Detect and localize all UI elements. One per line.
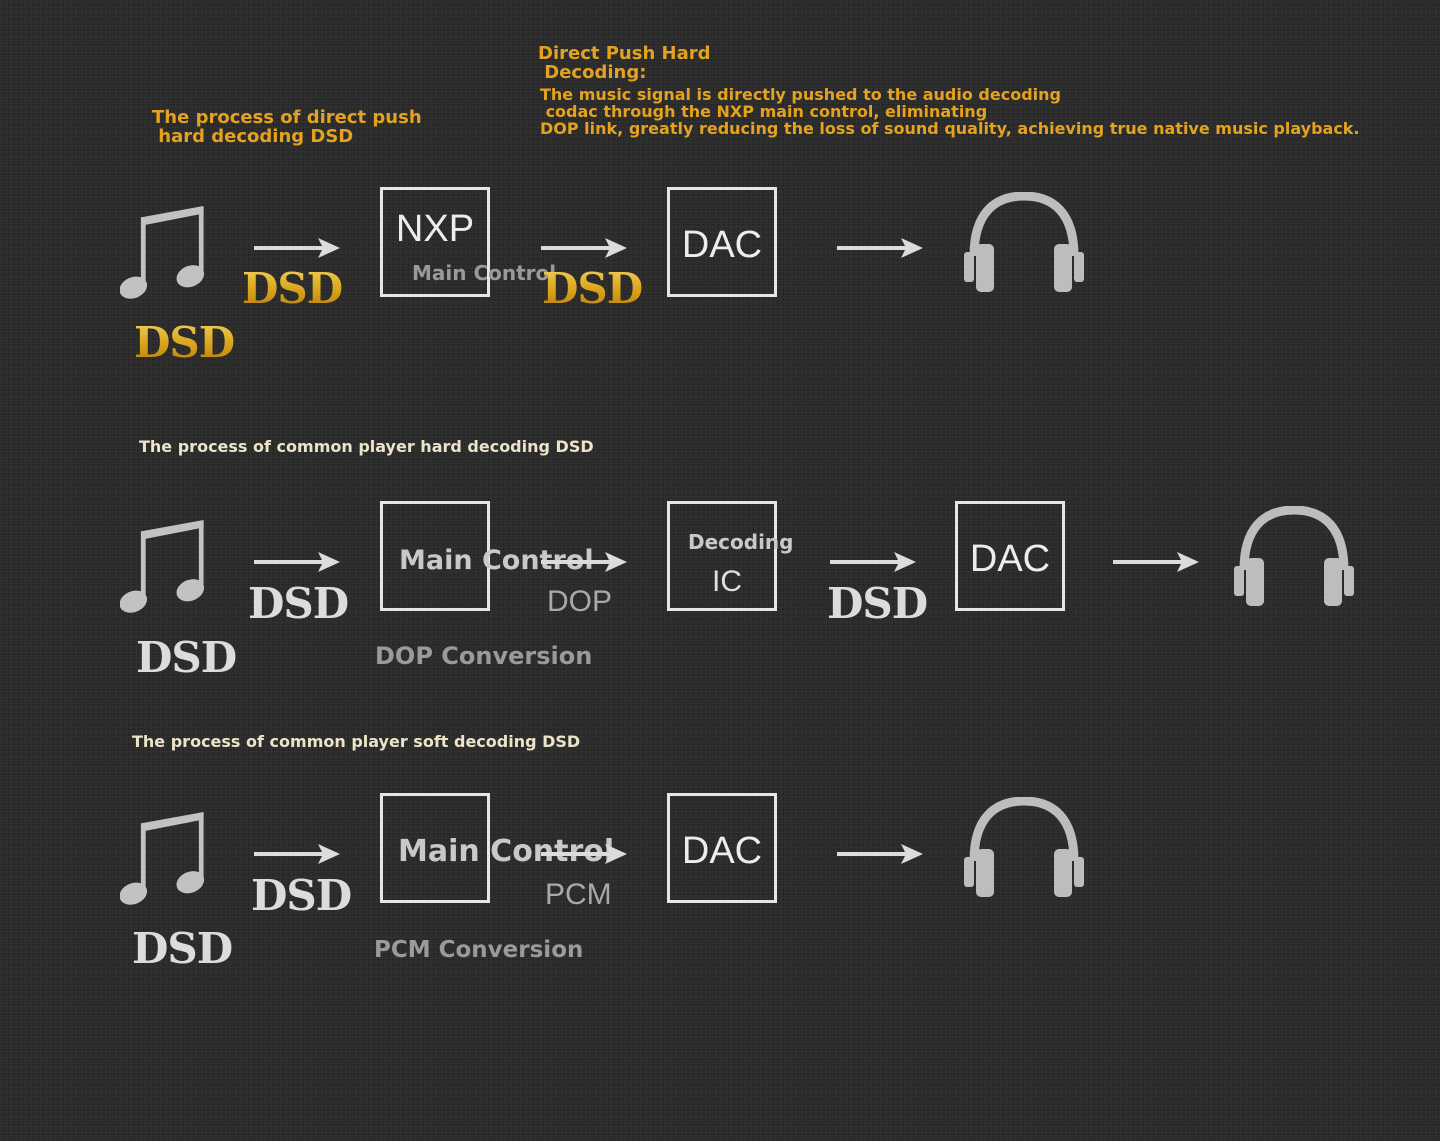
music-note-icon bbox=[120, 200, 215, 305]
row2-source-label: DSD bbox=[136, 633, 237, 682]
feature-description: The music signal is directly pushed to t… bbox=[540, 85, 1360, 138]
right-arrow-icon bbox=[541, 843, 627, 865]
dac-box-label: DAC bbox=[969, 538, 1051, 580]
dac-box: DAC bbox=[955, 501, 1065, 611]
row3-title: The process of common player soft decodi… bbox=[132, 732, 581, 751]
row2-arrow2-label: DOP bbox=[547, 585, 613, 618]
feature-title: Direct Push Hard Decoding: bbox=[538, 43, 711, 83]
right-arrow-icon bbox=[541, 237, 627, 259]
dac-box: DAC bbox=[667, 187, 777, 297]
row3-source-label: DSD bbox=[132, 924, 233, 973]
right-arrow-icon bbox=[254, 843, 340, 865]
right-arrow-icon bbox=[541, 551, 627, 573]
decoding-ic-box bbox=[667, 501, 777, 611]
pcm-conversion-label: PCM Conversion bbox=[374, 937, 584, 963]
nxp-box-label: NXP bbox=[395, 208, 475, 250]
headphones-icon bbox=[964, 192, 1084, 296]
row1-arrow1-label: DSD bbox=[242, 264, 343, 313]
right-arrow-icon bbox=[254, 551, 340, 573]
nxp-main-control-box: NXP bbox=[380, 187, 490, 297]
row2-arrow1-label: DSD bbox=[248, 579, 349, 628]
music-note-icon bbox=[120, 806, 215, 911]
row1-source-label: DSD bbox=[134, 318, 235, 367]
decoding-box-chip: IC bbox=[712, 565, 742, 598]
main-control-label: Main Control bbox=[398, 834, 615, 869]
right-arrow-icon bbox=[837, 843, 923, 865]
headphones-icon bbox=[964, 797, 1084, 901]
right-arrow-icon bbox=[830, 551, 916, 573]
row2-title: The process of common player hard decodi… bbox=[139, 437, 594, 456]
main-control-box bbox=[380, 793, 490, 903]
dac-box-label: DAC bbox=[681, 830, 763, 872]
headphones-icon bbox=[1234, 506, 1354, 610]
direct-push-title: The process of direct push hard decoding… bbox=[152, 107, 422, 147]
right-arrow-icon bbox=[837, 237, 923, 259]
dop-conversion-label: DOP Conversion bbox=[375, 642, 593, 670]
row1-arrow2-label: DSD bbox=[542, 264, 643, 313]
dac-box-label: DAC bbox=[681, 224, 763, 266]
right-arrow-icon bbox=[254, 237, 340, 259]
music-note-icon bbox=[120, 514, 215, 619]
decoding-box-title: Decoding bbox=[688, 530, 794, 554]
row2-arrow3-label: DSD bbox=[827, 579, 928, 628]
row3-arrow1-label: DSD bbox=[251, 871, 352, 920]
nxp-box-sublabel: Main Control bbox=[412, 261, 557, 285]
dac-box: DAC bbox=[667, 793, 777, 903]
right-arrow-icon bbox=[1113, 551, 1199, 573]
main-control-box bbox=[380, 501, 490, 611]
row3-arrow2-label: PCM bbox=[545, 878, 612, 911]
